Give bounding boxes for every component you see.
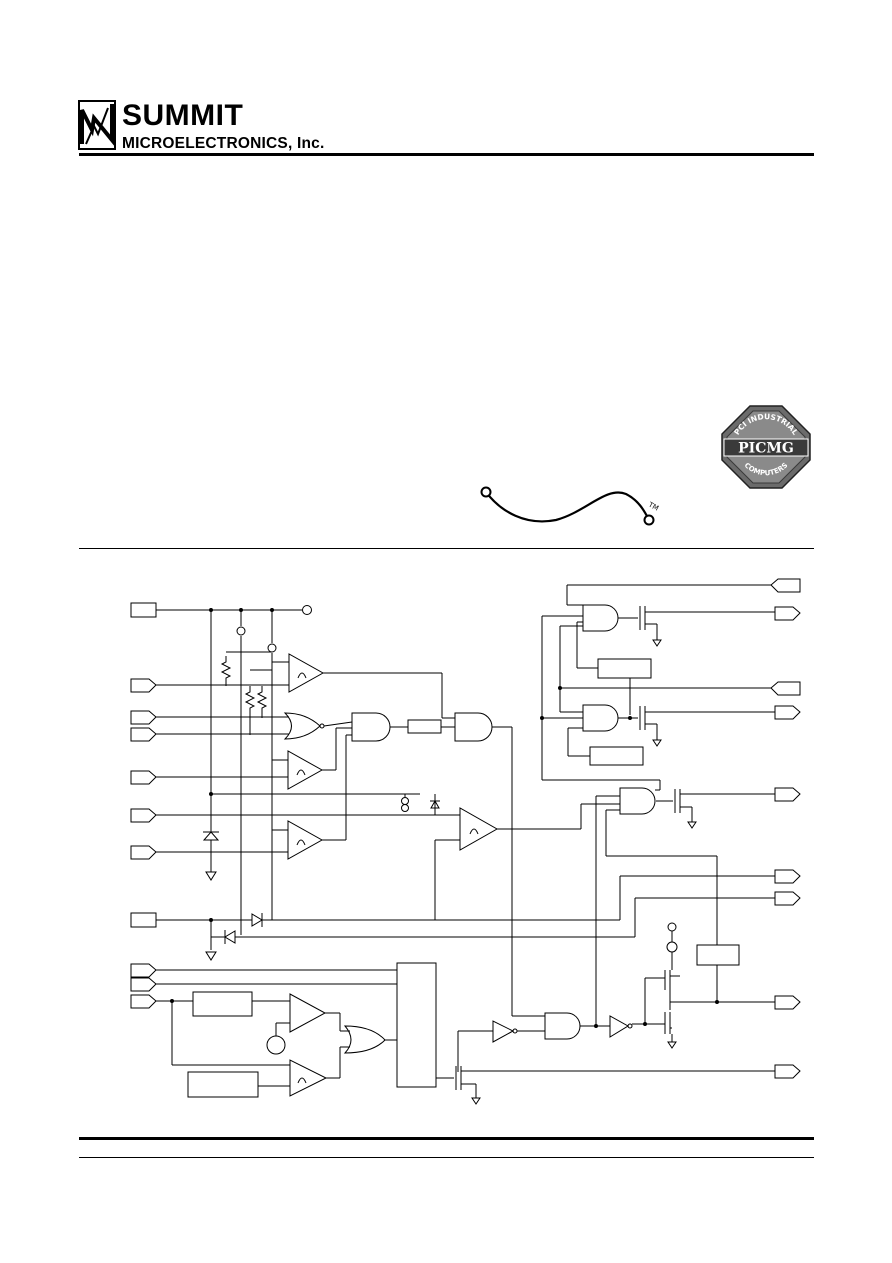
company-logo-icon	[78, 100, 116, 150]
brand-subtitle: MICROELECTRONICS, Inc.	[122, 135, 325, 152]
section-rule	[79, 548, 814, 549]
input-pins	[130, 602, 157, 1009]
badge-center-text: PICMG	[738, 441, 794, 457]
brand-name: SUMMIT	[122, 99, 244, 132]
header-rule	[79, 153, 814, 156]
output-pins	[770, 578, 801, 1079]
wave-curve-logo-icon: TM	[476, 482, 666, 530]
footer-rule-thin	[79, 1157, 814, 1158]
block-diagram	[120, 570, 810, 1115]
trademark-text: TM	[646, 500, 660, 512]
footer-rule	[79, 1137, 814, 1140]
picmg-badge-icon: PCI INDUSTRIAL PICMG COMPUTERS	[720, 404, 812, 490]
